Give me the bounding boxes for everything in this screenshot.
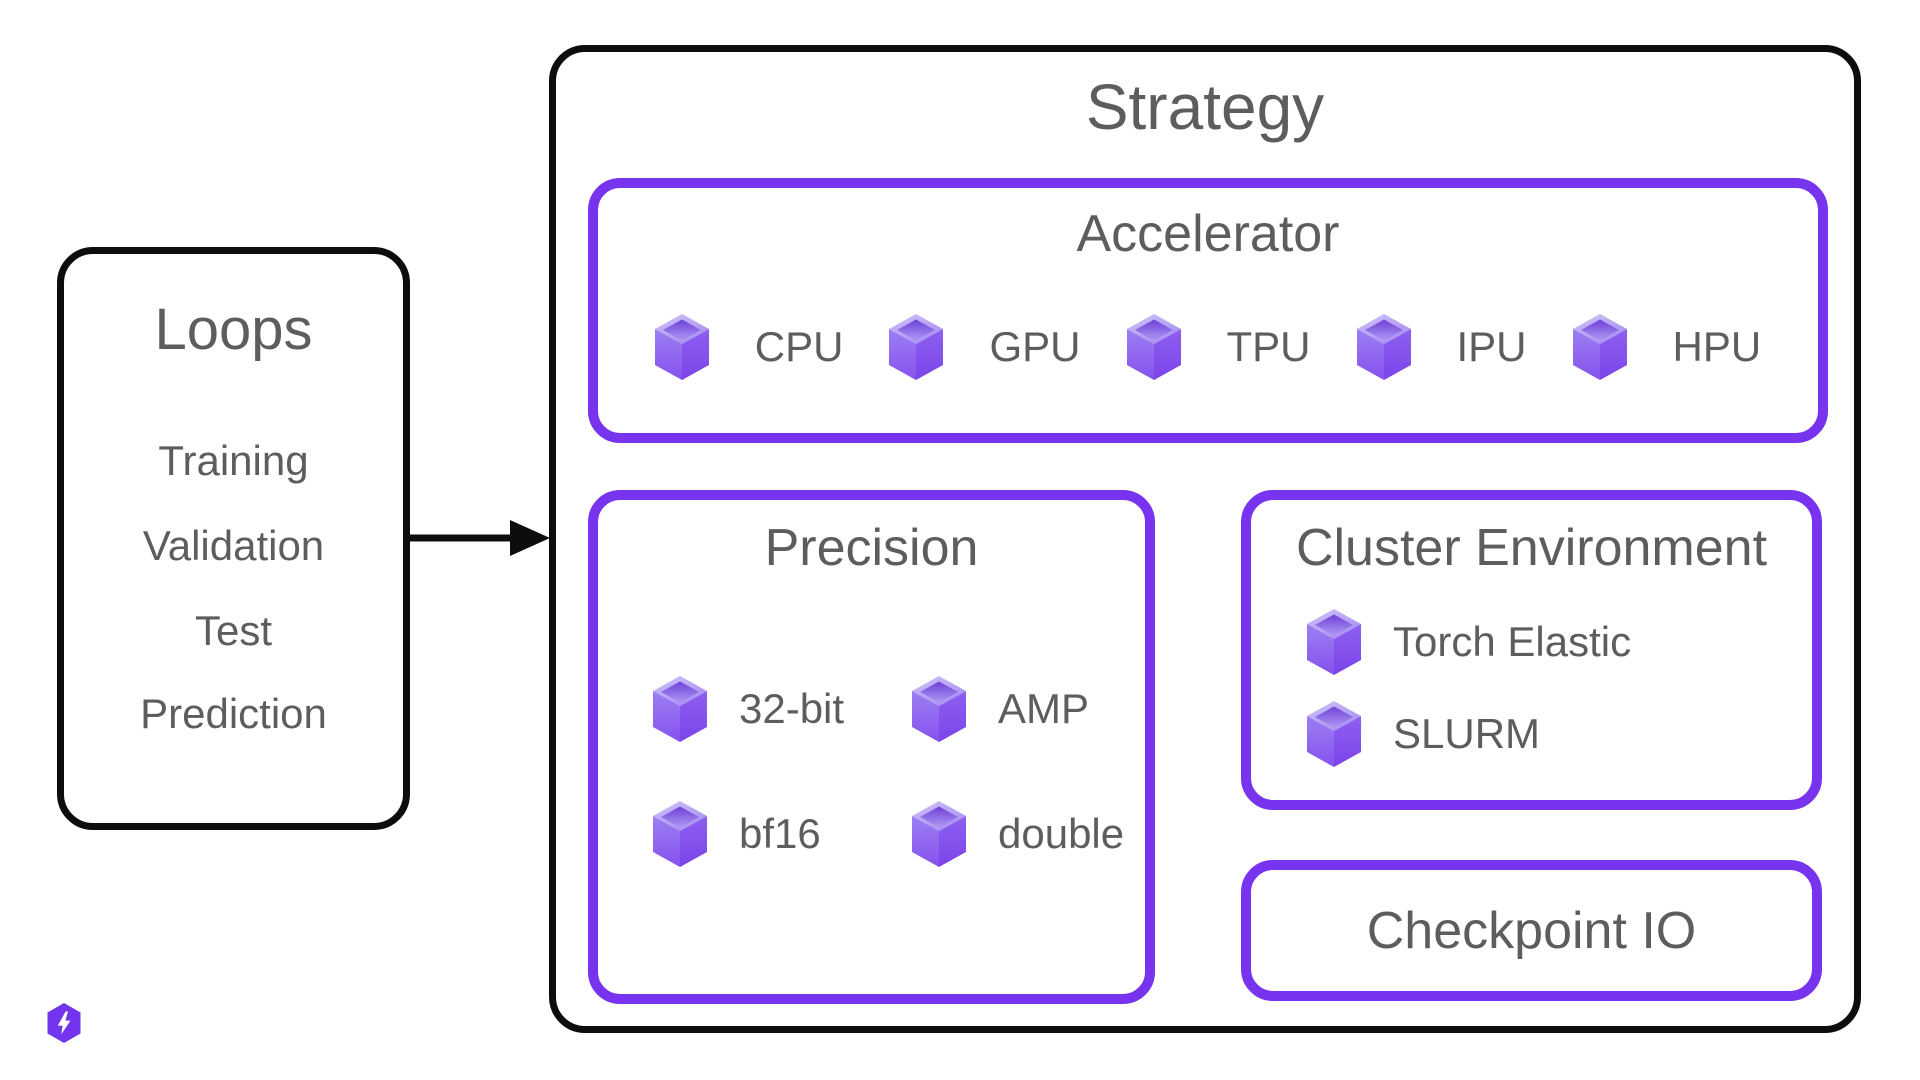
- cube-icon: [912, 801, 966, 867]
- cluster-item-torch-elastic: Torch Elastic: [1307, 609, 1631, 675]
- cube-icon: [1357, 314, 1411, 380]
- accelerator-item-label: GPU: [989, 323, 1081, 370]
- accelerator-item-label: IPU: [1456, 323, 1527, 370]
- accelerator-title: Accelerator: [1076, 205, 1340, 263]
- checkpoint-io-title: Checkpoint IO: [1366, 901, 1697, 960]
- cube-icon: [1573, 314, 1627, 380]
- loop-item-training: Training: [158, 437, 309, 484]
- cluster-item-label: SLURM: [1393, 710, 1541, 757]
- lightning-logo-icon: [47, 1003, 81, 1043]
- precision-item-double: double: [912, 801, 1124, 867]
- precision-item-bf16: bf16: [653, 801, 821, 867]
- precision-box: Precision 32-bit AMP bf16 double: [588, 490, 1155, 1004]
- cube-icon: [653, 676, 707, 742]
- cube-icon: [1127, 314, 1181, 380]
- accelerator-item-label: CPU: [754, 323, 844, 370]
- accelerator-item-hpu: HPU: [1573, 314, 1762, 380]
- loops-title: Loops: [154, 297, 313, 362]
- precision-item-label: double: [998, 810, 1125, 857]
- precision-title: Precision: [764, 519, 979, 577]
- accelerator-items-row: CPU GPU TPU IPU HPU: [598, 314, 1818, 380]
- checkpoint-io-box: Checkpoint IO: [1241, 860, 1822, 1001]
- strategy-title: Strategy: [1085, 71, 1325, 143]
- loop-item-prediction: Prediction: [140, 690, 327, 737]
- cluster-item-label: Torch Elastic: [1393, 618, 1632, 665]
- accelerator-item-gpu: GPU: [889, 314, 1081, 380]
- precision-item-label: AMP: [998, 685, 1090, 732]
- cluster-item-slurm: SLURM: [1307, 701, 1540, 767]
- loop-item-test: Test: [194, 607, 273, 654]
- accelerator-item-ipu: IPU: [1357, 314, 1527, 380]
- precision-item-label: bf16: [739, 810, 821, 857]
- precision-item-32bit: 32-bit: [653, 676, 844, 742]
- accelerator-item-cpu: CPU: [655, 314, 844, 380]
- cube-icon: [912, 676, 966, 742]
- arrow-right-icon: [408, 520, 550, 556]
- precision-item-amp: AMP: [912, 676, 1089, 742]
- precision-item-label: 32-bit: [739, 685, 845, 732]
- accelerator-item-label: HPU: [1672, 323, 1762, 370]
- cube-icon: [1307, 701, 1361, 767]
- cube-icon: [653, 801, 707, 867]
- loop-item-validation: Validation: [142, 522, 325, 569]
- accelerator-box: Accelerator CPU GPU TPU IPU HPU: [588, 178, 1828, 443]
- cluster-environment-box: Cluster Environment Torch Elastic SLURM: [1241, 490, 1822, 810]
- cluster-environment-title: Cluster Environment: [1295, 519, 1768, 577]
- accelerator-item-tpu: TPU: [1127, 314, 1311, 380]
- cube-icon: [1307, 609, 1361, 675]
- cube-icon: [655, 314, 709, 380]
- accelerator-item-label: TPU: [1226, 323, 1311, 370]
- loops-box: Loops Training Validation Test Predictio…: [57, 247, 410, 830]
- cube-icon: [889, 314, 943, 380]
